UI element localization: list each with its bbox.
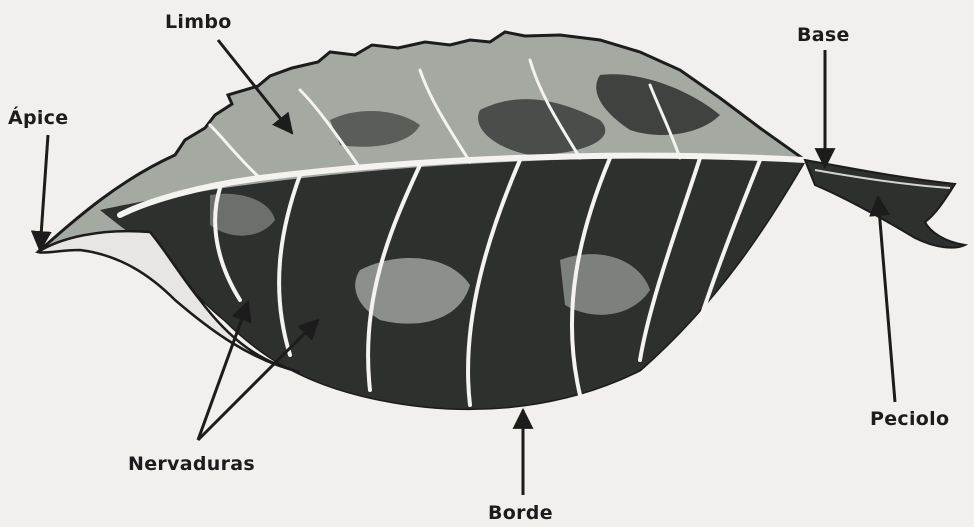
apice-label: Ápice [8, 106, 68, 129]
apice-arrow [40, 135, 48, 250]
limbo-label: Limbo [165, 11, 232, 33]
borde-label: Borde [488, 502, 553, 524]
peciolo-arrow [878, 197, 895, 402]
nervaduras-label: Nervaduras [128, 453, 255, 475]
peciolo-label: Peciolo [870, 408, 949, 430]
base-label: Base [797, 24, 850, 46]
